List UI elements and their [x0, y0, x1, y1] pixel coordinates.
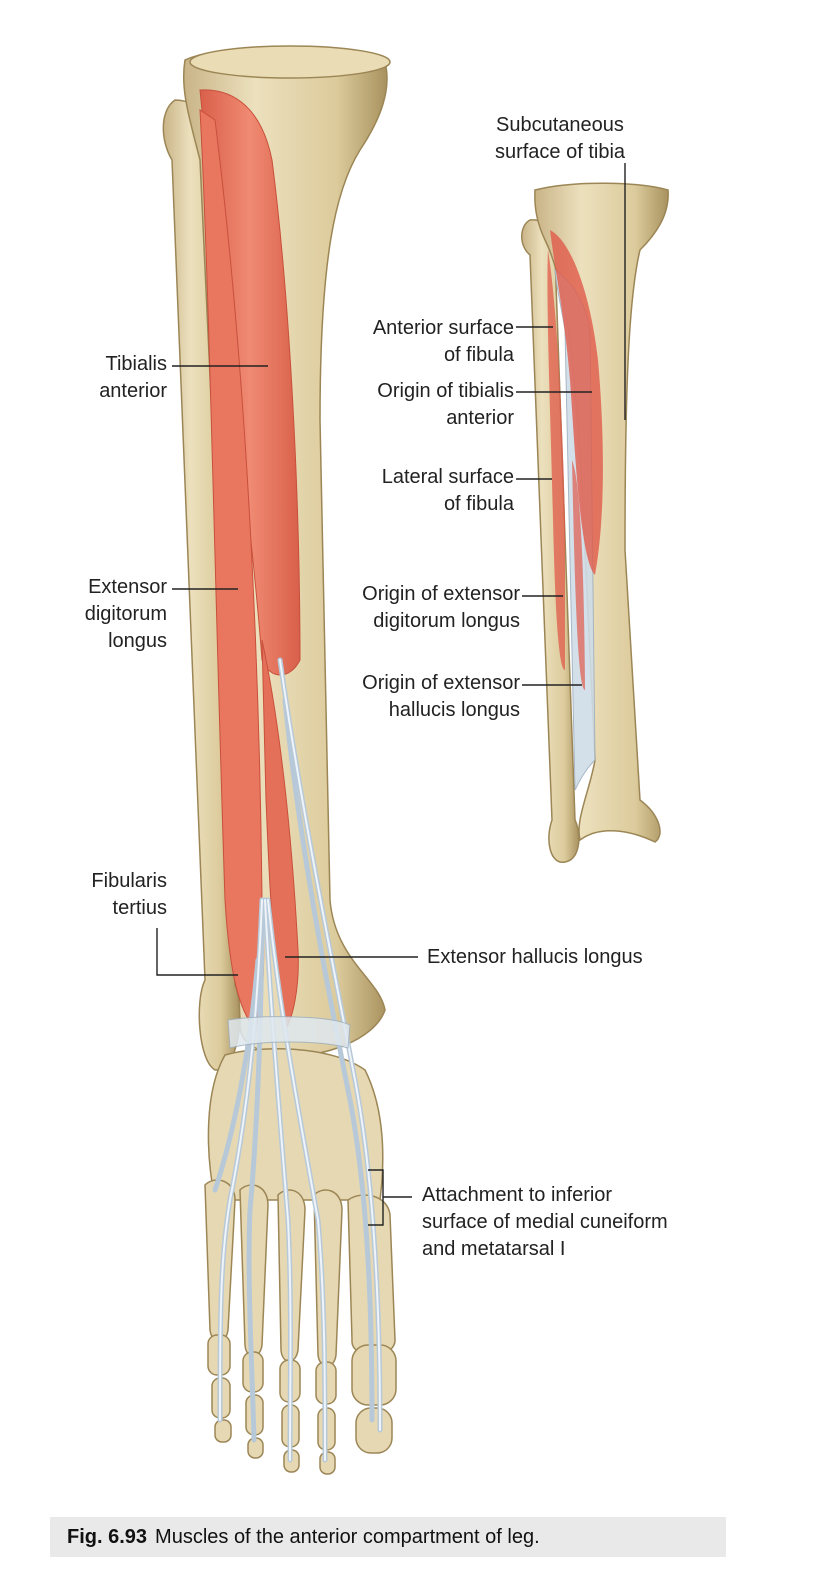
- label-extensor-digitorum-longus: Extensor digitorum longus: [84, 576, 167, 652]
- inset-bones-illustration: [521, 182, 669, 863]
- label-extensor-hallucis-longus: Extensor hallucis longus: [427, 946, 643, 968]
- origin-edl-area: [547, 250, 565, 670]
- label-origin-tibialis-anterior: Origin of tibialis anterior: [377, 380, 514, 429]
- extensor-retinaculum: [227, 1016, 351, 1049]
- leader-fibularis-tertius: [156, 928, 238, 976]
- label-anterior-surface-fibula: Anterior surface of fibula: [372, 317, 514, 366]
- caption-number: Fig. 6.93: [67, 1526, 148, 1548]
- label-subcutaneous-surface: Subcutaneous surface of tibia: [494, 114, 626, 163]
- origin-tibialis-anterior-area: [550, 230, 603, 575]
- leader-lines: [156, 163, 626, 1226]
- tibial-plateau: [189, 45, 391, 79]
- label-tibialis-anterior: Tibialis anterior: [99, 353, 167, 402]
- label-origin-ehl: Origin of extensor hallucis longus: [362, 672, 520, 721]
- label-fibularis-tertius: Fibularis tertius: [91, 870, 167, 919]
- main-leg-illustration: [162, 45, 397, 1475]
- label-origin-edl: Origin of extensor digitorum longus: [362, 583, 520, 632]
- figure-caption: Fig. 6.93 Muscles of the anterior compart…: [50, 1517, 726, 1557]
- origin-ehl-area: [572, 460, 585, 690]
- label-lateral-surface-fibula: Lateral surface of fibula: [381, 466, 514, 515]
- caption-text: Muscles of the anterior compartment of l…: [155, 1526, 540, 1548]
- label-attachment: Attachment to inferior surface of medial…: [422, 1184, 668, 1260]
